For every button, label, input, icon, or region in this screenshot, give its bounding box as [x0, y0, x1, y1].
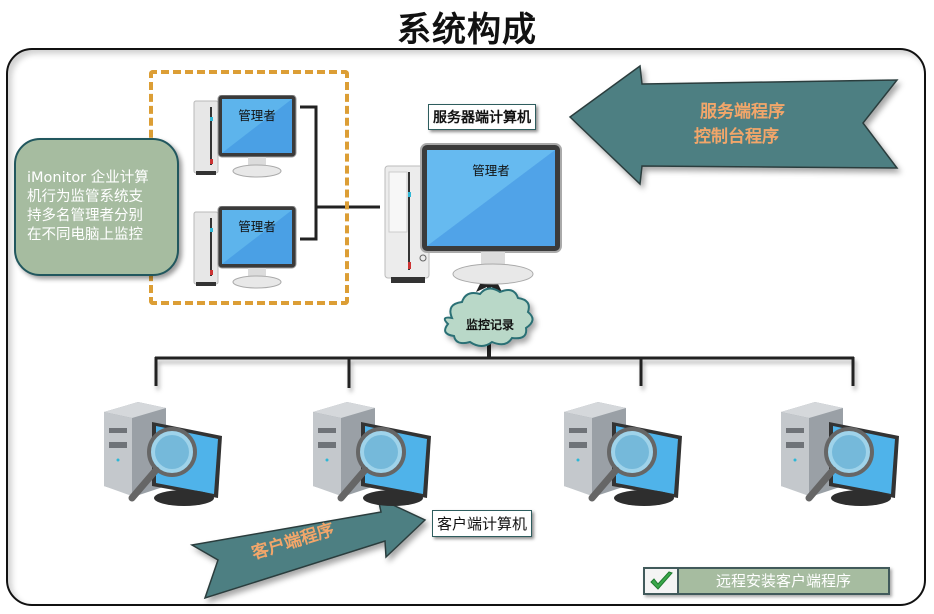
note-line: 持多名管理者分别 [27, 208, 143, 224]
admin-pc-1[interactable]: 管理者 [192, 94, 302, 185]
client-monitor-icon [781, 402, 899, 506]
note-line: 在不同电脑上监控 [27, 227, 143, 243]
server-computer[interactable]: 管理者 [383, 142, 563, 287]
admin-computer-icon [193, 94, 297, 178]
client-computer-1[interactable] [96, 398, 228, 514]
server-program-arrow [568, 64, 899, 186]
checkmark-icon [645, 569, 679, 593]
client-program-arrow [189, 496, 427, 600]
note-line: iMonitor 企业计算 [27, 170, 149, 186]
admin-screen-label: 管理者 [238, 108, 276, 123]
diagram-frame [6, 48, 926, 606]
client-computer-3[interactable] [556, 398, 688, 514]
client-monitor-icon [313, 402, 431, 506]
client-label: 客户端计算机 [432, 510, 533, 537]
monitor-record-cloud [443, 287, 534, 347]
server-program-label: 服务端程序 [700, 102, 785, 122]
client-monitor-icon [104, 402, 222, 506]
admin-screen-label: 管理者 [238, 219, 276, 234]
console-program-label: 控制台程序 [694, 127, 779, 147]
description-note: iMonitor 企业计算 机行为监管系统支 持多名管理者分别 在不同电脑上监控 [14, 138, 179, 276]
remote-install-label: 远程安装客户端程序 [715, 572, 851, 590]
admin-pc-2[interactable]: 管理者 [192, 205, 302, 296]
server-computer-icon [384, 143, 562, 285]
client-monitor-icon [564, 402, 682, 506]
client-computer-2[interactable] [305, 398, 437, 514]
note-line: 机行为监管系统支 [27, 189, 143, 205]
server-screen-label: 管理者 [472, 163, 510, 178]
admin-computer-icon [193, 205, 297, 289]
remote-install-button[interactable]: 远程安装客户端程序 [643, 567, 890, 595]
server-arrow-text: 服务端程序 控制台程序 [694, 100, 785, 150]
client-bus [154, 356, 855, 388]
client-computer-4[interactable] [773, 398, 905, 514]
monitor-record-label: 监控记录 [465, 318, 514, 332]
page-title: 系统构成 [397, 10, 537, 50]
server-label: 服务器端计算机 [428, 104, 536, 130]
